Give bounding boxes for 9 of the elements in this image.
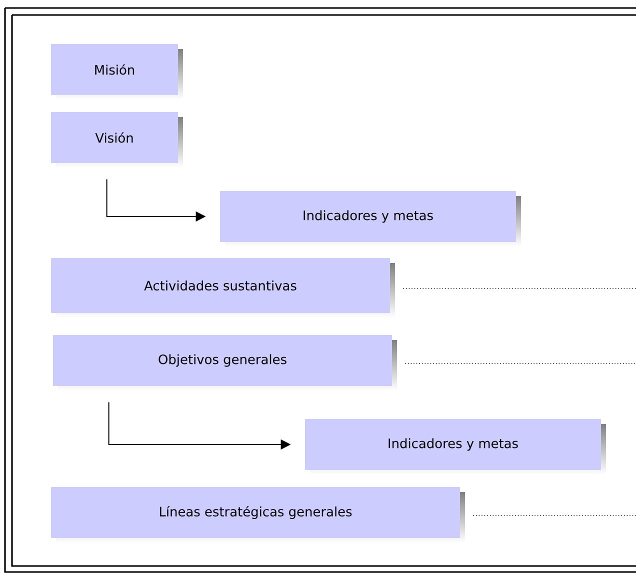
shadowed-box: Actividades sustantivas: [51, 258, 395, 318]
shadowed-box: Misión: [51, 44, 183, 100]
dotted-line: [404, 363, 636, 364]
dotted-line: [472, 515, 636, 516]
shadowed-box: Líneas estratégicas generales: [51, 487, 465, 543]
shadowed-box: Objetivos generales: [53, 335, 397, 391]
shadowed-box: Indicadores y metas: [220, 191, 521, 247]
shadowed-box: Visión: [51, 112, 183, 168]
shadowed-box: Indicadores y metas: [305, 419, 606, 475]
